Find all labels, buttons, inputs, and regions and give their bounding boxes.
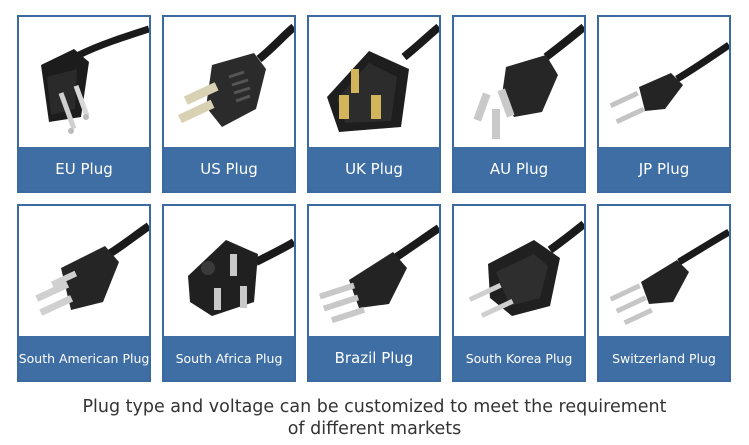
us-plug-photo <box>164 17 294 147</box>
plug-label: South Korea Plug <box>454 336 584 380</box>
au-plug-photo <box>454 17 584 147</box>
plug-card-south-american: South American Plug <box>17 204 151 382</box>
plug-card-uk: UK Plug <box>307 15 441 193</box>
plug-card-switzerland: Switzerland Plug <box>597 204 731 382</box>
brazil-plug-photo <box>309 206 439 336</box>
plug-label: EU Plug <box>19 147 149 191</box>
plug-card-jp: JP Plug <box>597 15 731 193</box>
south-american-plug-photo <box>19 206 149 336</box>
plug-label: Brazil Plug <box>309 336 439 380</box>
plug-card-brazil: Brazil Plug <box>307 204 441 382</box>
plug-card-south-korea: South Korea Plug <box>452 204 586 382</box>
plug-label: JP Plug <box>599 147 729 191</box>
plug-card-us: US Plug <box>162 15 296 193</box>
jp-plug-photo <box>599 17 729 147</box>
plug-grid: EU Plug US Plug UK Plug <box>17 15 732 382</box>
plug-card-eu: EU Plug <box>17 15 151 193</box>
plug-card-south-africa: South Africa Plug <box>162 204 296 382</box>
plug-card-au: AU Plug <box>452 15 586 193</box>
eu-plug-photo <box>19 17 149 147</box>
plug-label: Switzerland Plug <box>599 336 729 380</box>
caption-line-1: Plug type and voltage can be customized … <box>82 397 667 417</box>
plug-label: US Plug <box>164 147 294 191</box>
uk-plug-photo <box>309 17 439 147</box>
south-korea-plug-photo <box>454 206 584 336</box>
plug-label: South American Plug <box>19 336 149 380</box>
south-africa-plug-photo <box>164 206 294 336</box>
switzerland-plug-photo <box>599 206 729 336</box>
plug-label: South Africa Plug <box>164 336 294 380</box>
plug-label: UK Plug <box>309 147 439 191</box>
plug-label: AU Plug <box>454 147 584 191</box>
caption-line-2: of different markets <box>287 419 462 439</box>
